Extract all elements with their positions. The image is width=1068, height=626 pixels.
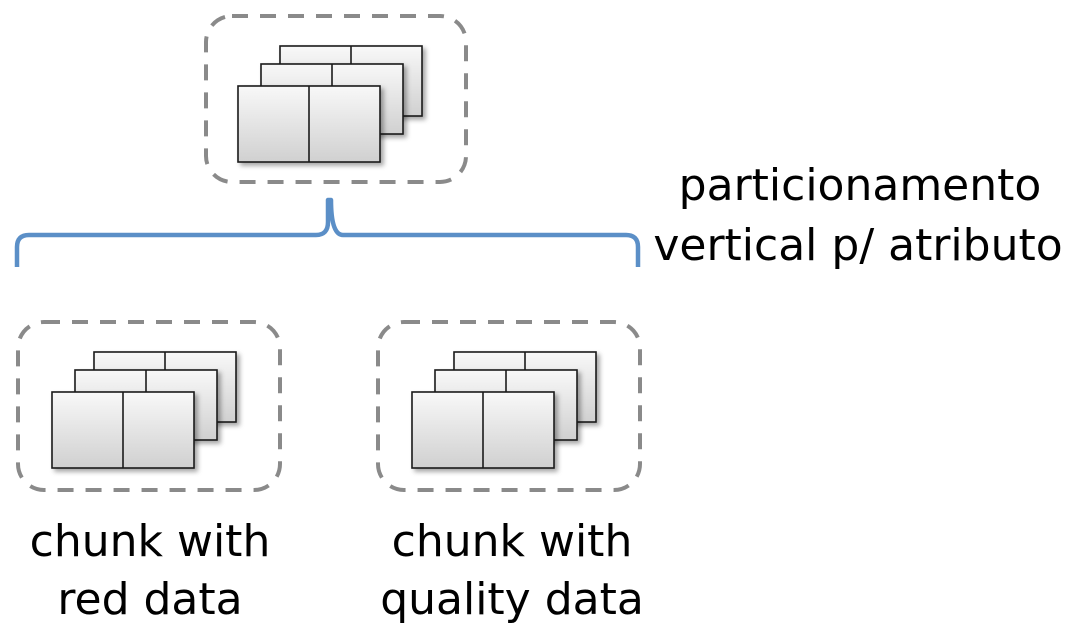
svg-text:chunk with: chunk with (392, 516, 633, 567)
partition-brace (14, 197, 641, 267)
chunk-red-data-boundary (16, 320, 282, 492)
source-table-pages-icon (238, 46, 422, 162)
source-table-boundary (204, 14, 468, 184)
chunk-quality-data-group: chunk with quality data (376, 320, 644, 625)
svg-text:red data: red data (57, 574, 242, 625)
partition-label-line-1: particionamento (679, 160, 1042, 211)
svg-text:particionamento: particionamento (679, 160, 1042, 211)
chunk-quality-data-pages-icon (412, 352, 596, 468)
chunk-quality-data-caption-line-2: quality data (380, 574, 644, 625)
chunk-red-data-pages-icon (52, 352, 236, 468)
chunk-red-data-caption-line-1: chunk with (30, 516, 271, 567)
chunk-quality-data-boundary (376, 320, 642, 492)
svg-text:chunk with: chunk with (30, 516, 271, 567)
partition-label-line-2: vertical p/ atributo (653, 220, 1062, 271)
source-table-group (204, 14, 468, 184)
chunk-quality-data-caption-line-1: chunk with (392, 516, 633, 567)
svg-text:quality data: quality data (380, 574, 644, 625)
chunk-red-data-caption-line-2: red data (57, 574, 242, 625)
chunk-red-data-group: chunk with red data (16, 320, 282, 625)
svg-text:vertical p/ atributo: vertical p/ atributo (653, 220, 1062, 271)
